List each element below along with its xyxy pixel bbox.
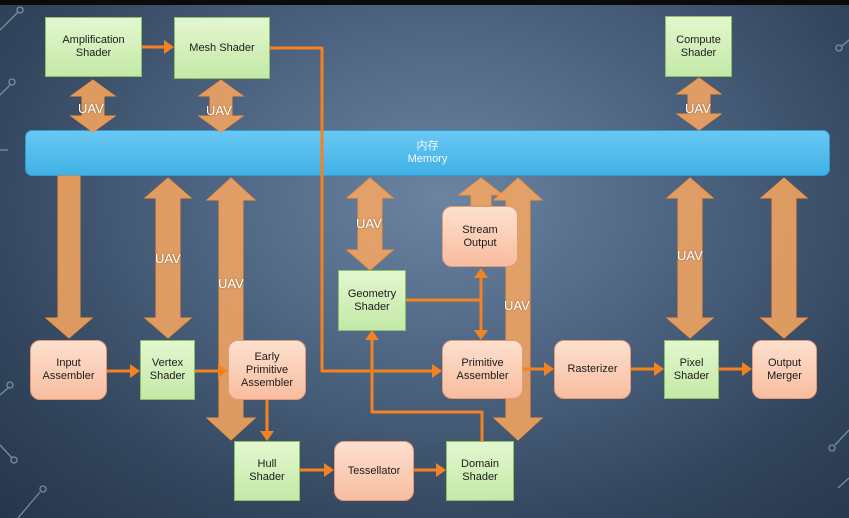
circuit-node [10,456,18,464]
uav-label-domain: UAV [504,298,530,313]
arrowhead [474,268,488,278]
stream-output-arrow [457,177,505,207]
circuit-trace [0,444,13,459]
arrowhead [742,362,752,376]
connector-gs-to-so [406,276,483,302]
output-merger-node: Output Merger [752,340,817,399]
early-primitive-assembler-node: Early Primitive Assembler [228,340,306,400]
pixel-shader-node: Pixel Shader [664,340,719,399]
connector-domain-to-gs [370,338,484,441]
arrowhead [218,364,228,378]
arrowhead [130,364,140,378]
arrowhead [432,364,442,378]
arrowhead [436,463,446,477]
geometry-shader-node: Geometry Shader [338,270,406,331]
uav-arrow [197,79,245,133]
top-bar [0,0,849,5]
arrowhead [474,330,488,340]
uav-label-geometry: UAV [356,216,382,231]
circuit-trace [837,477,849,489]
arrowhead [365,330,379,340]
rasterizer-node: Rasterizer [554,340,631,399]
circuit-node [828,444,836,452]
uav-label-early-pa: UAV [218,276,244,291]
input-assembler-node: Input Assembler [30,340,107,400]
compute-shader-node: Compute Shader [665,16,732,77]
circuit-node [6,381,14,389]
uav-label-mesh: UAV [206,103,232,118]
circuit-node [16,6,24,14]
arrowhead [260,431,274,441]
stream-output-node: Stream Output [442,206,518,267]
circuit-node [39,485,47,493]
memory-arrow [44,175,94,339]
arrowhead [544,362,554,376]
circuit-trace [0,11,19,31]
uav-arrow [69,79,117,133]
arrowhead [164,40,174,54]
memory-bus: 内存 Memory [25,130,830,176]
circuit-node [8,78,16,86]
circuit-trace [0,387,9,396]
domain-shader-node: Domain Shader [446,441,514,501]
circuit-node [835,44,843,52]
uav-arrow [665,177,715,339]
vertex-shader-node: Vertex Shader [140,340,195,400]
uav-arrow [675,77,723,131]
uav-label-amplification: UAV [78,101,104,116]
memory-label-en: Memory [407,153,448,165]
memory-arrow [759,177,809,339]
uav-label-pixel: UAV [677,248,703,263]
tessellator-node: Tessellator [334,441,414,501]
uav-arrow [143,177,193,339]
uav-label-compute: UAV [685,101,711,116]
primitive-assembler-node: Primitive Assembler [442,340,523,399]
circuit-trace [0,84,11,96]
amplification-shader-node: Amplification Shader [45,17,142,77]
connector-mesh-to-pa [270,46,434,373]
circuit-trace [17,491,41,518]
circuit-trace [834,429,849,446]
mesh-shader-node: Mesh Shader [174,17,270,79]
memory-label-cn: 内存 [416,140,439,152]
hull-shader-node: Hull Shader [234,441,300,501]
arrowhead [654,362,664,376]
uav-label-vertex: UAV [155,251,181,266]
arrowhead [324,463,334,477]
circuit-trace [841,39,849,47]
